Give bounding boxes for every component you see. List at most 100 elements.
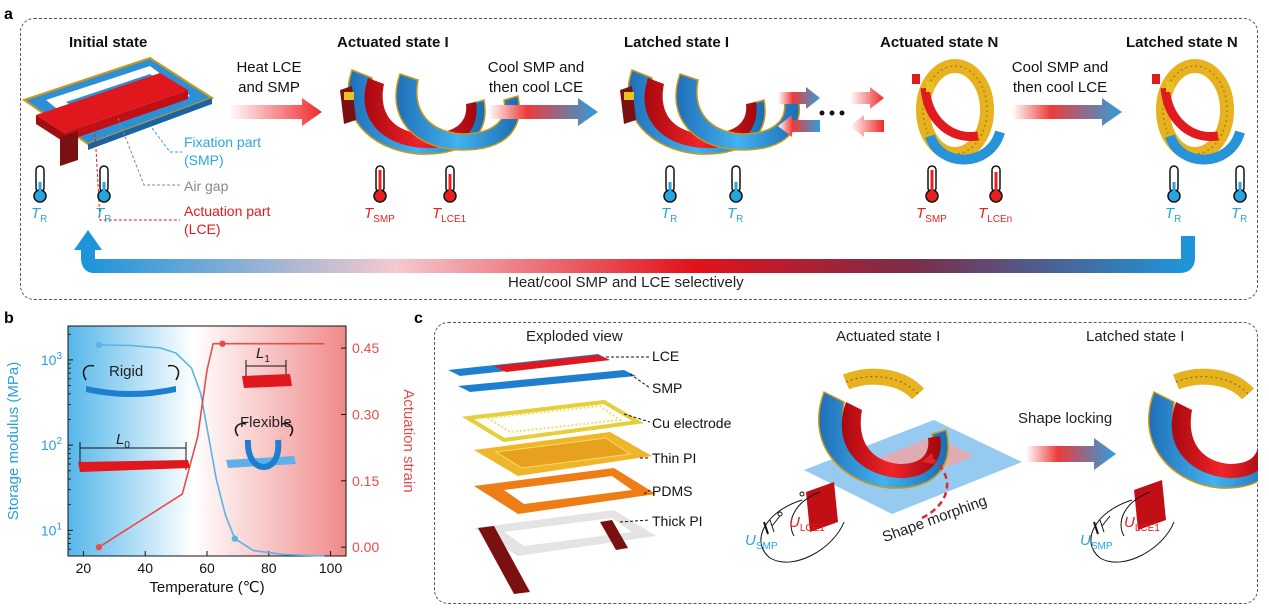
actuation-strain-point	[219, 340, 226, 347]
l1-sub: 1	[264, 354, 270, 365]
y-left-tick-label: 103	[41, 351, 63, 368]
temp-sub: LCE1	[441, 214, 467, 225]
device-latched-with-circuit	[1090, 368, 1258, 563]
layer-label-thick-pi: Thick PI	[652, 513, 703, 529]
chart-plot-background	[67, 325, 347, 557]
inset-label-rigid: Rigid	[109, 363, 144, 380]
thermometer-hot-icon	[989, 165, 1003, 203]
panel-a-label: a	[4, 6, 13, 23]
temp-label-tr: TR	[1165, 205, 1181, 225]
inset-rigid-beam	[82, 364, 180, 397]
step-cool-2-label: Cool SMP and then cool LCE	[1002, 58, 1118, 98]
step-cool-2-line2: then cool LCE	[1012, 79, 1108, 96]
thermometer-hot-icon	[373, 165, 387, 203]
voltage-label-usmp: USMP	[745, 532, 778, 552]
temp-letter: T	[95, 205, 105, 222]
device-actuated-with-circuit	[760, 368, 1022, 563]
cycle-return-arrowhead	[74, 230, 102, 250]
temp-label-tr: TR	[95, 205, 111, 225]
callout-fixation-part: Fixation part (SMP)	[184, 133, 261, 169]
callout-actuation-line2: (LCE)	[184, 221, 221, 237]
state-title-actuated-n: Actuated state N	[880, 34, 999, 51]
voltage-letter: U	[1124, 514, 1135, 531]
temp-letter: T	[978, 205, 988, 222]
panel-c-label: c	[414, 310, 423, 327]
title-latched-state-1: Latched state I	[1086, 328, 1185, 345]
temp-label-tr: TR	[661, 205, 677, 225]
arrow-shape-locking	[1026, 438, 1116, 470]
temp-letter: T	[364, 205, 374, 222]
device-actuated-state-n	[912, 59, 1005, 165]
layer-label-cu-electrode: Cu electrode	[652, 415, 732, 431]
label-shape-locking: Shape locking	[1018, 410, 1113, 427]
thermometer-hot-icon	[925, 165, 939, 203]
x-tick-label: 40	[137, 560, 153, 576]
storage-modulus-point	[95, 341, 103, 349]
voltage-sub: SMP	[755, 541, 778, 552]
inset-flexible-beam	[226, 422, 296, 470]
step-cool-1-line1: Cool SMP and	[487, 59, 585, 76]
temp-sub: SMP	[925, 214, 947, 225]
voltage-letter: U	[1080, 532, 1091, 549]
temp-label-tlcen: TLCEn	[978, 205, 1012, 225]
x-tick-label: 80	[261, 560, 277, 576]
voltage-sub: LCE1	[799, 523, 825, 534]
temp-label-tsmp: TSMP	[364, 205, 395, 225]
state-title-latched-1: Latched state I	[624, 34, 730, 51]
exploded-layer-cu-electrode	[462, 399, 645, 443]
actuation-strain-point	[95, 543, 103, 551]
x-axis-title: Temperature (℃)	[149, 579, 264, 596]
layer-label-lce: LCE	[652, 348, 680, 364]
layer-label-thin-pi: Thin PI	[652, 450, 697, 466]
voltage-label-ulce1: ULCE1	[789, 514, 825, 534]
cycle-note: Heat/cool SMP and LCE selectively	[508, 274, 744, 291]
device-actuated-state-1	[340, 69, 520, 155]
voltage-letter: U	[789, 514, 800, 531]
step-cool-2-line1: Cool SMP and	[1011, 59, 1109, 76]
state-title-actuated-1: Actuated state I	[337, 34, 449, 51]
callout-actuation-line1: Actuation part	[184, 203, 271, 219]
arrow-cool-1	[488, 98, 598, 126]
actuation-strain-line	[98, 342, 325, 548]
thermometer-icons	[33, 165, 1247, 203]
temp-letter: T	[661, 205, 671, 222]
temp-letter: T	[1231, 205, 1241, 222]
device-latched-state-1	[620, 69, 800, 155]
panel-c-illustration	[448, 354, 1258, 594]
panel-a-frame	[20, 18, 1258, 300]
voltage-sub: LCE1	[1134, 523, 1160, 534]
callout-line-air-gap	[117, 117, 180, 186]
exploded-layer-thin-pi	[474, 432, 652, 476]
thermometer-cold-icon	[1167, 165, 1181, 203]
thermometer-cold-icon	[663, 165, 677, 203]
exploded-layer-pdms	[474, 468, 656, 514]
temp-label-tr: TR	[727, 205, 743, 225]
y-left-tick-label: 101	[41, 521, 63, 538]
temp-letter: T	[31, 205, 41, 222]
thermometer-cold-icon	[729, 165, 743, 203]
storage-modulus-line	[98, 344, 325, 557]
state-title-initial: Initial state	[69, 34, 148, 51]
callout-fixation-line2: (SMP)	[184, 152, 224, 168]
exploded-layer-thick-pi	[474, 510, 656, 594]
voltage-letter: U	[745, 532, 756, 549]
temp-label-tr: TR	[1231, 205, 1247, 225]
temp-sub: R	[736, 214, 744, 225]
y-right-axis-title: Actuation strain	[400, 389, 417, 492]
layer-label-pdms: PDMS	[652, 483, 693, 499]
inset-label-l0: L0	[116, 431, 130, 451]
temp-letter: T	[916, 205, 926, 222]
temp-sub: R	[104, 214, 112, 225]
voltage-label-usmp: USMP	[1080, 532, 1113, 552]
l0-sub: 0	[124, 440, 130, 451]
x-tick-label: 60	[199, 560, 215, 576]
arrow-cool-2	[1012, 98, 1122, 126]
inset-label-l1: L1	[256, 345, 270, 365]
step-heat-label: Heat LCE and SMP	[224, 58, 314, 98]
step-cool-1-line2: then cool LCE	[488, 79, 584, 96]
layer-label-smp: SMP	[652, 380, 683, 396]
arrow-heat	[228, 98, 322, 126]
exploded-layer-smp	[458, 370, 636, 392]
y-right-tick-label: 0.30	[352, 406, 379, 422]
